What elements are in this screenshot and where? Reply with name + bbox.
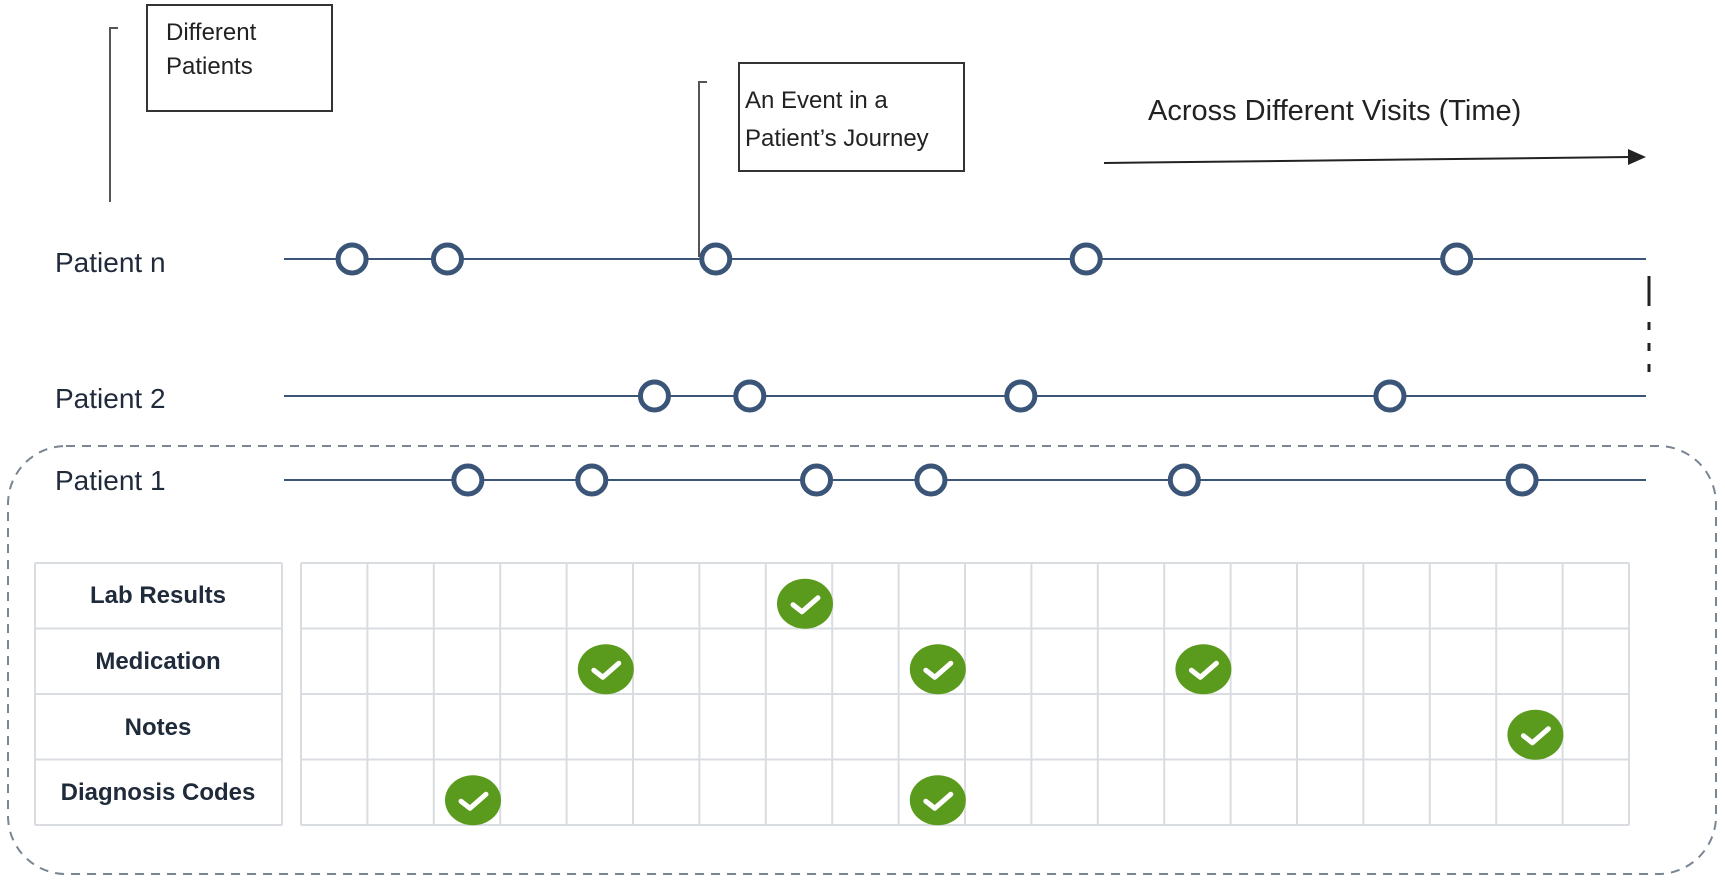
- event-circle-icon: [1004, 379, 1038, 413]
- event-markers: [335, 242, 1539, 497]
- event-callout: An Event in a Patient’s Journey: [698, 62, 965, 257]
- check-circle-icon: [1175, 644, 1232, 695]
- event-circle-icon: [575, 463, 609, 497]
- patient-label: Patient 1: [55, 465, 166, 496]
- check-badge: [777, 578, 833, 629]
- different-patients-leader: [109, 27, 118, 202]
- check-circle-icon: [777, 578, 833, 629]
- check-badge: [577, 644, 634, 695]
- check-badge: [1175, 644, 1232, 695]
- event-circle-icon: [800, 463, 834, 497]
- check-mark: [790, 595, 821, 615]
- row-label-lab-results: Lab Results: [90, 582, 226, 609]
- event-line-2: Patient’s Journey: [745, 125, 929, 152]
- check-mark: [458, 791, 489, 811]
- event-leader: [698, 81, 707, 257]
- time-axis-label: Across Different Visits (Time): [1148, 95, 1521, 127]
- event-circle-icon: [1167, 463, 1201, 497]
- check-mark: [923, 791, 954, 811]
- check-marks: [445, 578, 1564, 826]
- grid-lines: [34, 562, 1630, 826]
- event-circle-icon: [1440, 242, 1474, 276]
- check-circle-icon: [577, 644, 634, 695]
- different-patients-line-2: Patients: [166, 53, 253, 80]
- row-label-diagnosis-codes: Diagnosis Codes: [61, 779, 256, 806]
- event-circle-icon: [1373, 379, 1407, 413]
- check-circle-icon: [909, 775, 966, 826]
- event-circle-icon: [430, 242, 464, 276]
- check-badge: [909, 644, 966, 695]
- check-circle-icon: [445, 775, 501, 826]
- patient-timeline: Patient 2: [55, 383, 1646, 414]
- different-patients-callout: Different Patients: [109, 4, 333, 202]
- patient-timeline: Patient n: [55, 247, 1646, 278]
- check-circle-icon: [1507, 709, 1564, 760]
- event-box: [738, 62, 965, 172]
- event-circle-icon: [1069, 242, 1103, 276]
- event-circle-icon: [637, 379, 671, 413]
- different-patients-line-1: Different: [166, 19, 257, 46]
- event-type-grid: Lab Results Medication Notes Diagnosis C…: [34, 562, 1630, 826]
- time-axis-arrow-line: [1103, 156, 1631, 164]
- event-circle-icon: [451, 463, 485, 497]
- time-axis: Across Different Visits (Time): [1103, 95, 1646, 165]
- check-badge: [1507, 709, 1564, 760]
- check-mark: [1520, 726, 1551, 746]
- patient-label: Patient n: [55, 247, 166, 278]
- check-circle-icon: [909, 644, 966, 695]
- patient-label: Patient 2: [55, 383, 166, 414]
- different-patients-box: [146, 4, 333, 112]
- event-line-1: An Event in a: [745, 87, 888, 114]
- check-mark: [923, 660, 954, 680]
- check-badge: [909, 775, 966, 826]
- event-circle-icon: [335, 242, 369, 276]
- check-badge: [445, 775, 501, 826]
- row-label-medication: Medication: [95, 648, 220, 675]
- event-circle-icon: [699, 242, 733, 276]
- event-circle-icon: [1505, 463, 1539, 497]
- check-mark: [591, 660, 622, 680]
- arrow-right-icon: [1628, 149, 1646, 165]
- patient-1-detail-frame: [7, 445, 1717, 875]
- check-mark: [1188, 660, 1219, 680]
- event-circle-icon: [914, 463, 948, 497]
- row-label-notes: Notes: [125, 714, 192, 741]
- patient-timeline: Patient 1: [55, 465, 1646, 496]
- event-circle-icon: [733, 379, 767, 413]
- patient-timelines: Patient n Patient 2 Patient 1: [55, 247, 1646, 496]
